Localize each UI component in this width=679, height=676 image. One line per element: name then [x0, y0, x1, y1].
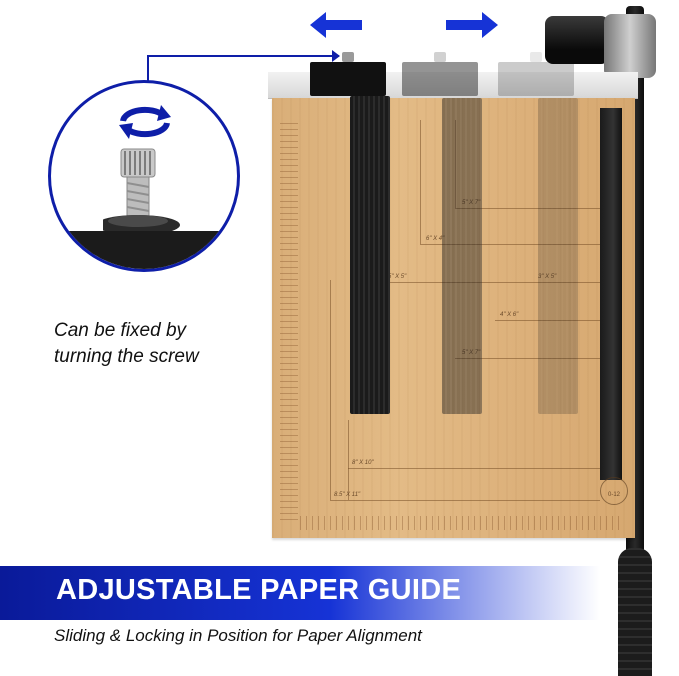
- size-label: 6" X 4": [426, 236, 445, 242]
- arrow-left-icon: [310, 12, 362, 38]
- size-label: 5" X 7": [462, 350, 481, 356]
- screw-knob: [342, 52, 354, 62]
- size-label: 3" X 5": [538, 274, 557, 280]
- title-banner: [0, 566, 600, 620]
- grid-line: [348, 468, 600, 469]
- size-label: 8.5" X 11": [334, 492, 361, 498]
- thumb-screw-icon: [103, 148, 180, 235]
- paper-guide-ghost-right: [498, 62, 574, 96]
- screw-zoom-callout: [48, 80, 240, 272]
- screw-knob: [434, 52, 446, 62]
- cutter-handle: [618, 548, 652, 676]
- board-stamp: 0-12: [600, 477, 628, 505]
- paper-guide-ghost-mid-bar: [442, 98, 482, 414]
- roller-knob: [545, 16, 609, 64]
- callout-caption: Can be fixed by turning the screw: [54, 318, 254, 370]
- arrow-right-icon: [446, 12, 498, 38]
- caption-line: Can be fixed by: [54, 320, 187, 341]
- caption-line: turning the screw: [54, 346, 199, 367]
- grid-line: [455, 208, 600, 209]
- grid-line: [380, 282, 600, 283]
- paper-guide-ghost-right-bar: [538, 98, 578, 414]
- grid-line: [455, 358, 600, 359]
- ruler-left: [280, 120, 298, 520]
- grid-line: [455, 120, 456, 208]
- rotate-arrows-icon: [119, 105, 171, 139]
- grid-line: [420, 120, 421, 244]
- banner-subtitle: Sliding & Locking in Position for Paper …: [54, 626, 422, 645]
- size-label: 5" X 5": [388, 274, 407, 280]
- wood-grain: [272, 98, 635, 538]
- size-label: 5" X 7": [462, 200, 481, 206]
- cutting-board: [272, 98, 635, 538]
- size-label: 4" X 6": [500, 312, 519, 318]
- grid-line: [348, 420, 349, 500]
- grid-line: [330, 500, 600, 501]
- ruler-bottom: [300, 516, 622, 530]
- banner-title: ADJUSTABLE PAPER GUIDE: [56, 574, 462, 606]
- screw-knob: [530, 52, 542, 62]
- grid-line: [330, 280, 331, 500]
- grid-line: [420, 244, 600, 245]
- callout-leader-line: [147, 55, 339, 83]
- callout-pointer: [332, 50, 340, 62]
- paper-guide-bar: [350, 96, 390, 414]
- paper-guide-ghost-mid: [402, 62, 478, 96]
- cutting-blade: [600, 108, 622, 480]
- paper-guide-head: [310, 62, 386, 96]
- pivot-bracket: [604, 14, 656, 78]
- grid-line: [495, 320, 600, 321]
- size-label: 8" X 10": [352, 460, 374, 466]
- guide-surface-closeup: [51, 231, 237, 269]
